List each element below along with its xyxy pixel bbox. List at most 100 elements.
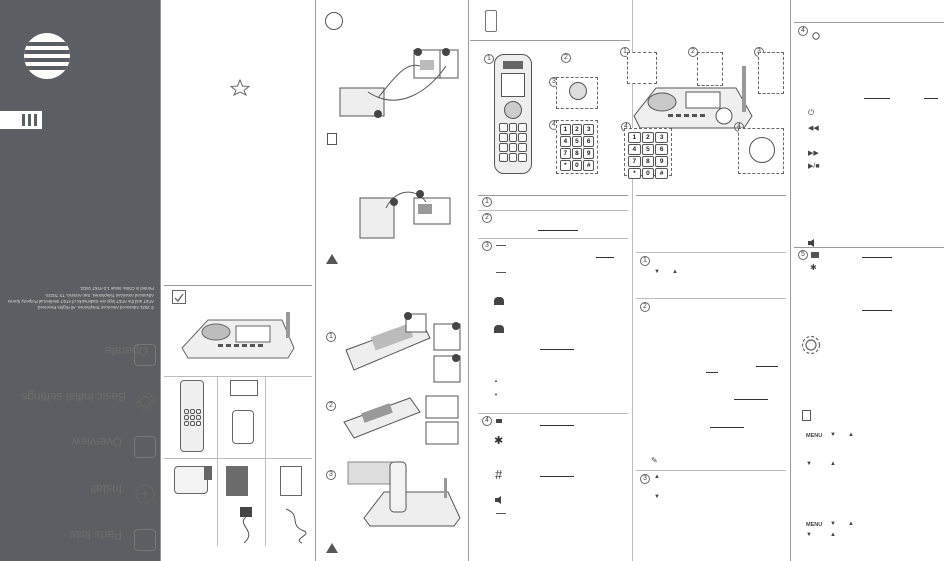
charge-handset-diagram [344,458,464,528]
underline [862,310,892,311]
key-6: 6 [583,136,594,147]
item-number: 2 [640,302,650,312]
section-rule [794,247,944,248]
down-key-icon: ▼ [830,432,836,438]
section-rule [636,195,786,196]
item-number: 5 [798,250,808,260]
att-logo [24,33,70,79]
item-number: 3 [482,241,492,251]
key-hash: # [655,168,668,179]
warning-icon [326,251,338,264]
phone-cord-illustration [282,505,312,545]
underline [862,257,892,258]
down-key-icon: ▼ [806,461,812,467]
battery-cover-illustration [226,466,248,496]
underline [734,399,768,400]
volume-icon [808,234,818,247]
key-6: 6 [655,144,668,155]
down-key-icon: ▼ [654,494,660,500]
underline [864,98,890,99]
power-adapter-illustration [232,505,262,545]
star-key-icon: ✱ [810,263,817,272]
volume-key-label: ▼ [494,392,498,397]
menu-key-icon [496,419,502,423]
key-9: 9 [655,156,668,167]
install-plug-icon [134,483,156,505]
section-rule [164,376,312,377]
legal-line: AT&T and the AT&T logo are trademarks of… [8,298,154,304]
rewind-icon: ◀◀ [808,125,819,132]
dash [496,513,506,514]
base-key-detail-box [627,52,657,84]
key-3: 3 [583,124,594,135]
key-4: 4 [628,144,641,155]
note-icon [802,410,811,421]
base-key-detail-box [758,52,784,94]
base-nav-detail-box [738,128,784,174]
underline [924,98,938,99]
up-key-icon: ▲ [672,269,678,275]
step-number: 1 [326,332,336,342]
key-7: 7 [628,156,641,167]
warning-icon [326,540,338,553]
up-key-icon: ▲ [848,432,854,438]
grid-divider [217,376,218,546]
callout-number: 1 [484,54,494,64]
callout-number: 2 [561,53,571,63]
base-key-detail-box [697,52,723,86]
key-8: 8 [571,148,583,159]
section-rule [478,210,628,211]
battery-illustration [232,410,254,444]
antenna-illustration [742,66,746,112]
item-number: 1 [482,197,492,207]
battery-install-diagram [342,310,464,386]
key-9: 9 [583,148,594,159]
column-divider [160,0,161,561]
phone-icon [494,297,504,305]
handset-illustration [494,54,532,174]
step-number: 2 [326,401,336,411]
up-key-icon: ▲ [830,461,836,467]
base-dial-pad-detail-box: 1 2 3 4 5 6 7 8 9 * 0 # [624,128,672,179]
section-label-basic-settings: Basic initial settings [21,390,126,404]
down-key-icon: ▼ [654,269,660,275]
check-box-icon [134,529,156,551]
key-5: 5 [641,144,655,155]
speaker-icon [495,491,505,504]
down-key-icon: ▼ [806,532,812,538]
item-number: 1 [640,256,650,266]
dial-pad-detail-box: 1 2 3 4 5 6 7 8 9 * 0 # [556,120,598,174]
down-key-icon: ▼ [830,521,836,527]
nav-key-detail-box [556,77,598,109]
base-unit-illustration [632,76,756,132]
up-key-icon: ▲ [848,521,854,527]
message-icon [811,252,819,258]
up-key-icon: ▲ [830,532,836,538]
section-rule [164,458,312,459]
handset-overview-icon [134,436,156,458]
dash [496,245,506,246]
key-8: 8 [641,156,655,167]
legal-text: © 2021 Advanced American Telephones. All… [8,285,154,310]
section-rule [794,22,944,23]
belt-clip-illustration [230,380,258,396]
volume-key-label: ▲ [494,378,498,383]
column-divider [632,0,633,561]
section-rule [470,40,630,41]
item-number: 4 [798,26,808,36]
base-unit-illustration [178,302,298,364]
handset-overview-icon [485,10,497,32]
step-number: 3 [326,470,336,480]
model-badge [0,111,42,129]
underline [540,349,574,350]
section-label-install: Install [90,482,122,496]
phone-off-icon [494,325,504,333]
key-hash: # [583,160,594,171]
fast-forward-icon: ▶▶ [808,150,819,157]
column-divider [468,0,469,561]
key-3: 3 [655,132,668,143]
section-rule [478,195,628,196]
key-star: * [560,160,571,171]
key-0: 0 [641,168,655,179]
item-number: 2 [482,213,492,223]
